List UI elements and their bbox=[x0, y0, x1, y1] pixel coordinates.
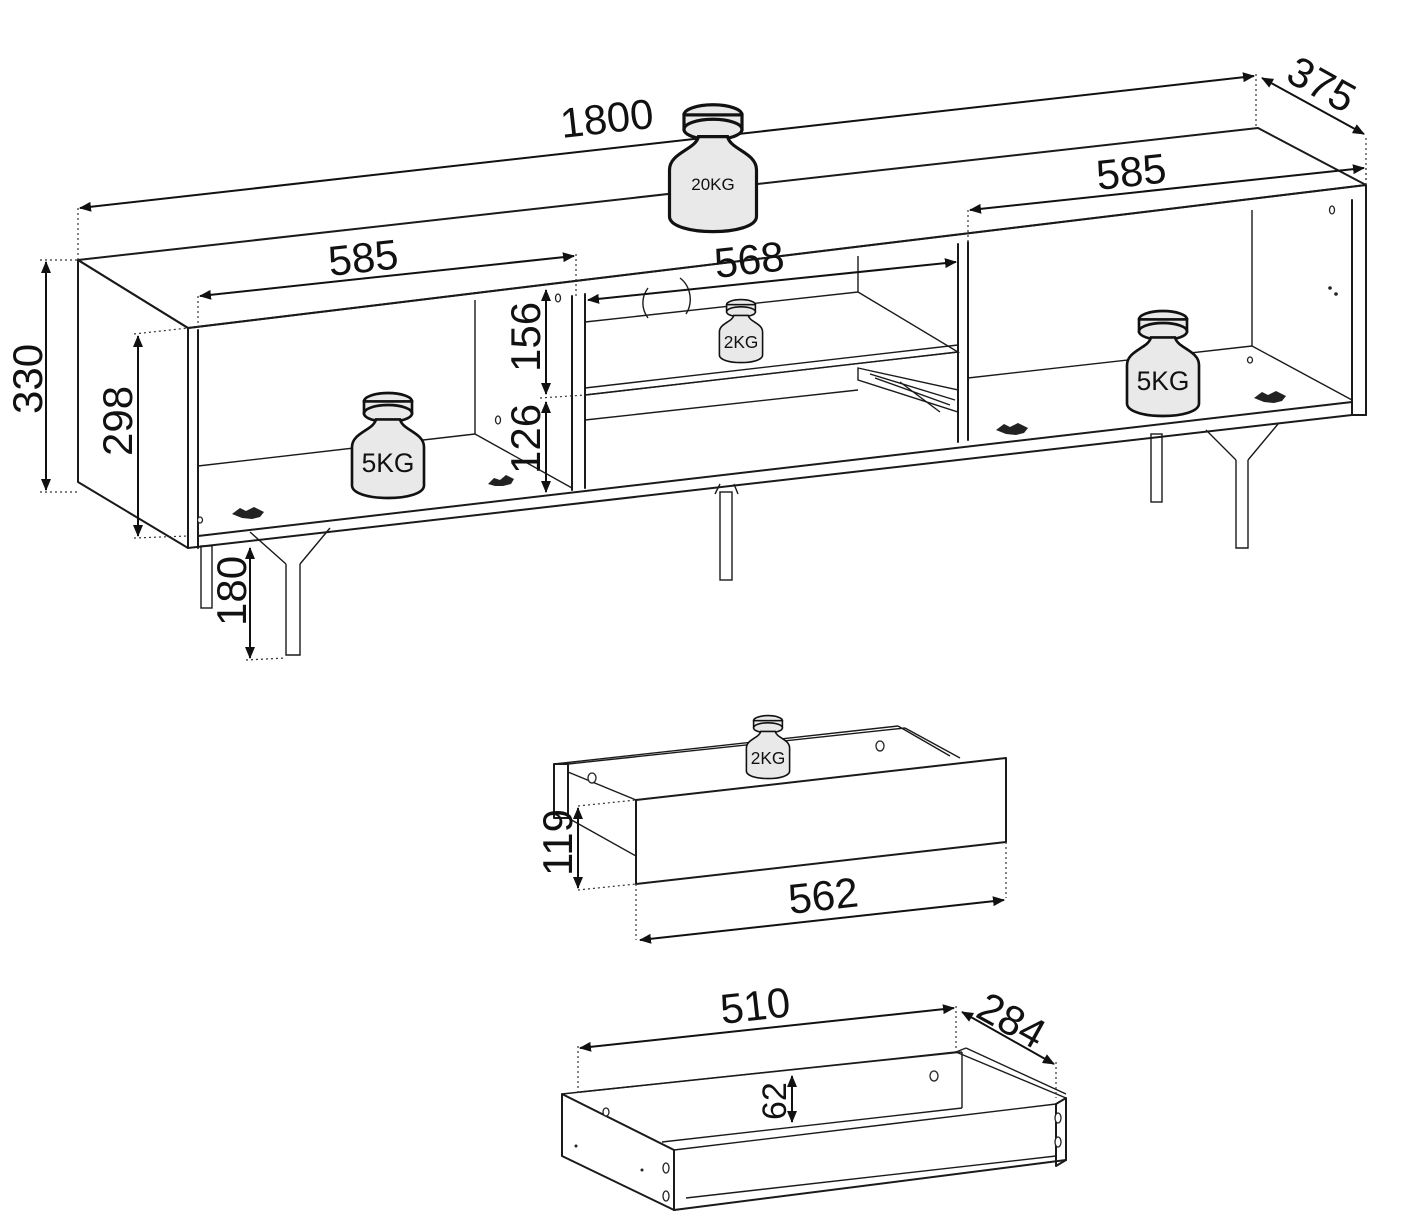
dim-right-compartment: 585 bbox=[1094, 144, 1169, 199]
weight-5kg-right-icon: 5KG bbox=[1125, 309, 1201, 418]
cable-hole bbox=[642, 277, 691, 319]
svg-text:5KG: 5KG bbox=[362, 448, 415, 478]
svg-text:5KG: 5KG bbox=[1137, 366, 1190, 396]
svg-text:20KG: 20KG bbox=[691, 175, 734, 194]
dim-depth: 375 bbox=[1280, 47, 1364, 122]
dim-total-width: 1800 bbox=[558, 90, 656, 147]
hardware-fittings bbox=[232, 391, 1286, 519]
dim-total-height: 330 bbox=[4, 344, 51, 414]
cabinet-outline bbox=[77, 127, 1367, 549]
drawer-runner bbox=[857, 367, 959, 413]
drawer-assembly bbox=[553, 725, 1007, 944]
dim-drawer-front-height: 119 bbox=[534, 809, 581, 876]
legs bbox=[200, 423, 1279, 656]
weight-20kg-icon: 20KG bbox=[667, 103, 759, 234]
dim-drawer-box-width: 510 bbox=[718, 978, 793, 1033]
weight-2kg-drawer-icon: 2KG bbox=[745, 714, 791, 780]
dim-upper-niche: 156 bbox=[502, 302, 549, 372]
dim-leg-height: 180 bbox=[208, 556, 255, 626]
svg-text:2KG: 2KG bbox=[724, 332, 759, 352]
dim-drawer-niche: 126 bbox=[502, 404, 549, 474]
drawer-box bbox=[561, 1004, 1067, 1211]
dim-drawer-front-width: 562 bbox=[786, 868, 861, 923]
dimension-labels: 1800 375 330 298 180 585 568 585 156 126… bbox=[4, 47, 1364, 1120]
dim-middle-compartment: 568 bbox=[712, 232, 787, 287]
dimension-lines bbox=[40, 72, 1367, 661]
dim-left-compartment: 585 bbox=[326, 230, 401, 285]
svg-text:2KG: 2KG bbox=[751, 748, 786, 768]
dim-body-height: 298 bbox=[94, 386, 141, 456]
dim-drawer-box-height: 62 bbox=[756, 1082, 794, 1120]
dim-drawer-box-depth: 284 bbox=[970, 983, 1054, 1058]
weight-5kg-left-icon: 5KG bbox=[350, 391, 426, 500]
weight-2kg-shelf-icon: 2KG bbox=[718, 298, 764, 364]
